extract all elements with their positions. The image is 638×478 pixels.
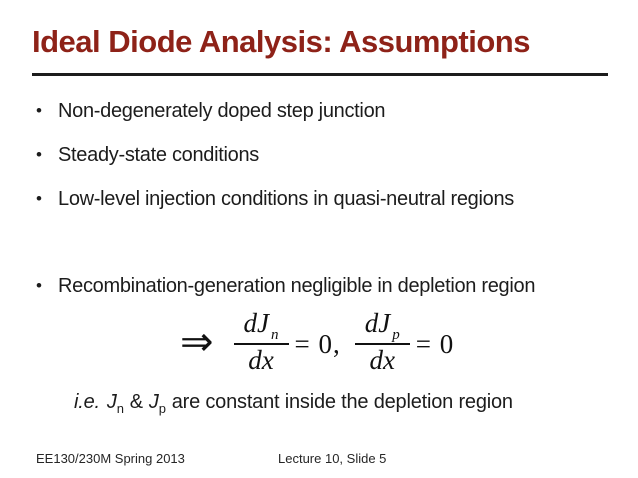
fraction-denominator: dx: [248, 345, 274, 375]
footer-slide-label: Lecture 10, Slide 5: [278, 451, 387, 466]
equals-zero-comma: = 0,: [294, 329, 341, 359]
bullet-item-2: • Steady-state conditions: [36, 142, 636, 168]
bullet-dot-icon: •: [36, 189, 42, 208]
ampersand: &: [129, 391, 143, 413]
fraction-bar: [233, 343, 289, 345]
bullet-dot-icon: •: [36, 276, 42, 295]
subscript-p: p: [158, 401, 166, 416]
title-underline-rule: [32, 73, 608, 76]
subscript-p: p: [392, 327, 400, 343]
bullet-text-4: Recombination-generation negligible in d…: [58, 275, 536, 297]
bullet-item-3: • Low-level injection conditions in quasi…: [36, 186, 636, 212]
bullet-dot-icon: •: [36, 145, 42, 164]
bullet-text-1: Non-degenerately doped step junction: [58, 100, 386, 122]
note-text: are constant inside the depletion region: [171, 391, 513, 413]
numerator-main: dJ: [243, 308, 269, 338]
equals-zero: = 0: [415, 329, 455, 359]
numerator-main: dJ: [364, 308, 391, 338]
footer-course-label: EE130/230M Spring 2013: [36, 451, 185, 466]
note-prefix: i.e.: [74, 391, 100, 413]
fraction-bar: [354, 343, 410, 345]
implies-arrow-icon: ⇒: [180, 318, 214, 364]
subscript-n: n: [116, 401, 124, 416]
bullet-text-3: Low-level injection conditions in quasi-…: [58, 188, 514, 210]
slide-title: Ideal Diode Analysis: Assumptions: [32, 24, 530, 59]
symbol-Jp: J: [148, 391, 159, 413]
bullet-item-4: • Recombination-generation negligible in …: [36, 273, 636, 299]
subscript-n: n: [271, 327, 279, 343]
symbol-Jn: J: [106, 391, 117, 413]
note-line: i.e. Jn&Jp are constant inside the depleti…: [74, 391, 634, 416]
fraction-denominator: dx: [369, 345, 395, 375]
bullet-dot-icon: •: [36, 101, 42, 120]
bullet-text-2: Steady-state conditions: [58, 144, 260, 166]
bullet-item-1: • Non-degenerately doped step junction: [36, 98, 636, 124]
